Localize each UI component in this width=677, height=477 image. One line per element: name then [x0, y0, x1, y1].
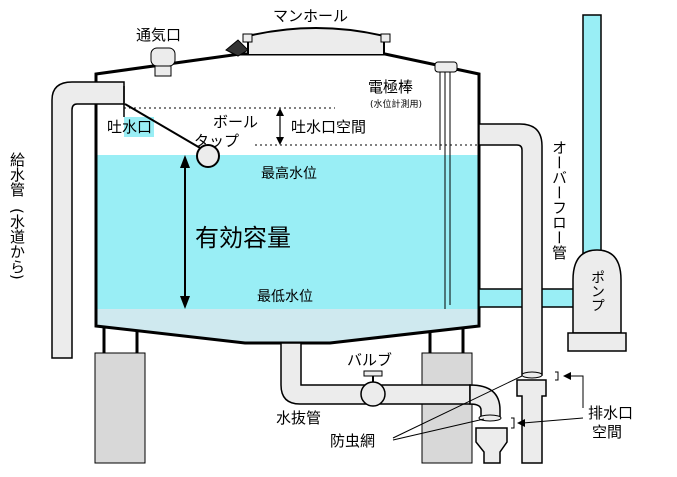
ball-tap-label-2: タップ [194, 132, 239, 150]
drain-pipe [280, 342, 471, 405]
drain-pipe-label: 水抜管 [276, 409, 321, 427]
pump-label: ポンプ [589, 270, 605, 312]
pump-riser-pipe [582, 14, 602, 288]
drain-space-label-1: 排水口 [588, 404, 633, 422]
overflow-pipe-label: オーバーフロー管 [550, 140, 568, 260]
manhole-hinge [380, 33, 391, 43]
tank-water [96, 155, 479, 309]
manhole-label: マンホール [273, 7, 348, 25]
arrow-head [517, 419, 525, 427]
electrode-note: (水位計測用) [370, 98, 422, 110]
valve-label: バルブ [347, 351, 392, 369]
drain-space-bracket [555, 371, 559, 381]
drain-pipe-elbow [469, 384, 501, 419]
outlet-water [124, 117, 154, 137]
pump-base [567, 332, 627, 352]
overflow-pipe [478, 123, 543, 376]
drain-space-leader [522, 417, 584, 424]
left-support-block [94, 352, 146, 464]
insect-net-leader [392, 375, 523, 439]
drain-space-leader [569, 375, 584, 408]
outlet-space-label: 吐水口空間 [291, 118, 366, 136]
vent-body [154, 65, 172, 77]
arrow-head [276, 137, 284, 145]
insect-net-label: 防虫網 [330, 432, 375, 450]
arrow-head [563, 372, 571, 380]
arrow-head [180, 155, 190, 168]
valve-body [360, 381, 386, 407]
ball-tap-label-1: ボール [213, 113, 258, 131]
drain-space-label-2: 空間 [592, 423, 622, 441]
insect-net-drain [478, 414, 502, 422]
drain-receptacle [475, 427, 508, 464]
vent-cap [150, 47, 176, 67]
supply-pipe-label: 給水管 [8, 152, 26, 197]
manhole-hinge [242, 33, 253, 43]
electrode-head [434, 61, 458, 73]
insect-net-overflow [521, 371, 543, 379]
max-level-label: 最高水位 [261, 165, 317, 182]
min-level-label: 最低水位 [257, 289, 313, 305]
electrode-label: 電極棒 [368, 78, 413, 96]
ball-tap-arm [124, 103, 208, 153]
overflow-drain-receptacle [516, 379, 547, 464]
valve-handle [363, 370, 383, 377]
arrow-head [180, 296, 190, 309]
ball-tap-float [196, 144, 220, 168]
drain-space-bracket [511, 417, 515, 429]
vent-label: 通気口 [136, 26, 181, 44]
manhole-cover [247, 27, 385, 54]
outlet-label: 吐水口 [107, 118, 152, 136]
pump-body [572, 249, 622, 334]
tank-bottom-water [96, 309, 479, 343]
effective-capacity-label: 有効容量 [195, 224, 291, 252]
insect-net-leader [392, 418, 485, 441]
lock-icon [225, 39, 249, 57]
arrow-head [276, 108, 284, 116]
right-support-block [421, 352, 473, 464]
supply-pipe-note: (水道から) [8, 208, 26, 280]
